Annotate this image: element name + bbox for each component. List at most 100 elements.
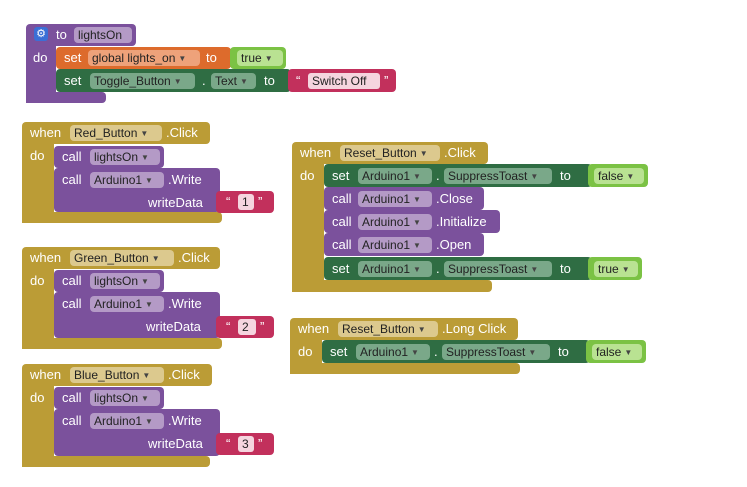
component-dropdown[interactable]: Blue_Button▼ — [70, 367, 164, 383]
mutator-gear-icon[interactable]: ⚙ — [34, 27, 48, 41]
method-name: .Write — [168, 296, 202, 311]
component-dropdown[interactable]: Green_Button▼ — [70, 250, 174, 266]
method-name: .Open — [436, 237, 472, 252]
component-dropdown[interactable]: Arduino1▼ — [358, 191, 432, 207]
chevron-down-icon: ▼ — [413, 172, 421, 181]
chevron-down-icon: ▼ — [624, 348, 633, 357]
component-dropdown[interactable]: Arduino1▼ — [358, 237, 432, 253]
chevron-down-icon: ▼ — [419, 149, 428, 158]
chevron-down-icon: ▼ — [530, 265, 539, 274]
component-dropdown[interactable]: Arduino1▼ — [358, 168, 432, 184]
boolean-dropdown[interactable]: true▼ — [237, 50, 283, 66]
component-dropdown[interactable]: Reset_Button▼ — [338, 321, 438, 337]
close-quote-icon: ” — [260, 319, 265, 334]
chevron-down-icon: ▼ — [264, 54, 273, 63]
to-keyword: to — [56, 27, 67, 42]
chevron-down-icon: ▼ — [141, 277, 149, 286]
chevron-down-icon: ▼ — [411, 348, 419, 357]
text-value-field[interactable]: 2 — [238, 319, 256, 335]
text-value-field[interactable]: 3 — [238, 436, 254, 452]
when-keyword: when — [30, 367, 62, 382]
when-keyword: when — [30, 125, 62, 140]
call-keyword: call — [62, 273, 82, 288]
call-keyword: call — [62, 413, 82, 428]
chevron-down-icon: ▼ — [413, 241, 421, 250]
set-keyword: set — [64, 73, 82, 88]
chevron-down-icon: ▼ — [141, 153, 149, 162]
component-dropdown[interactable]: Arduino1▼ — [356, 344, 430, 360]
chevron-down-icon: ▼ — [151, 254, 160, 263]
component-dropdown[interactable]: Arduino1▼ — [358, 261, 432, 277]
property-dropdown[interactable]: Text▼ — [211, 73, 256, 89]
chevron-down-icon: ▼ — [530, 172, 539, 181]
to-keyword: to — [558, 344, 569, 359]
open-quote-icon: “ — [226, 436, 231, 451]
component-dropdown[interactable]: Toggle_Button▼ — [90, 73, 195, 89]
call-keyword: call — [332, 214, 352, 229]
chevron-down-icon: ▼ — [413, 218, 421, 227]
procedure-name-field[interactable]: lightsOn — [74, 27, 132, 43]
dot-separator: . — [436, 261, 440, 276]
set-keyword: set — [330, 344, 348, 359]
method-name: .Write — [168, 172, 202, 187]
text-value-field[interactable]: 1 — [238, 194, 254, 210]
param-name: writeData — [146, 319, 201, 334]
param-name: writeData — [148, 195, 203, 210]
set-keyword: set — [332, 261, 350, 276]
event-name: .Click — [178, 250, 210, 265]
call-keyword: call — [332, 237, 352, 252]
property-dropdown[interactable]: SuppressToast▼ — [444, 261, 552, 277]
boolean-dropdown[interactable]: false▼ — [594, 168, 644, 184]
call-keyword: call — [332, 191, 352, 206]
call-keyword: call — [62, 390, 82, 405]
event-name: .Click — [166, 125, 198, 140]
procedure-dropdown[interactable]: lightsOn▼ — [90, 149, 160, 165]
method-name: .Write — [168, 413, 202, 428]
close-quote-icon: ” — [258, 436, 263, 451]
dot-separator: . — [202, 73, 206, 88]
chevron-down-icon: ▼ — [240, 77, 248, 86]
do-keyword: do — [30, 273, 45, 288]
chevron-down-icon: ▼ — [145, 300, 153, 309]
open-quote-icon: “ — [296, 73, 301, 88]
component-dropdown[interactable]: Reset_Button▼ — [340, 145, 440, 161]
chevron-down-icon: ▼ — [417, 325, 426, 334]
procedure-dropdown[interactable]: lightsOn▼ — [90, 273, 160, 289]
method-name: .Close — [436, 191, 473, 206]
call-keyword: call — [62, 172, 82, 187]
dot-separator: . — [436, 168, 440, 183]
boolean-dropdown[interactable]: true▼ — [594, 261, 638, 277]
open-quote-icon: “ — [226, 319, 231, 334]
set-keyword: set — [64, 50, 82, 65]
chevron-down-icon: ▼ — [140, 129, 149, 138]
property-dropdown[interactable]: SuppressToast▼ — [442, 344, 550, 360]
to-keyword: to — [560, 261, 571, 276]
open-quote-icon: “ — [226, 194, 231, 209]
do-keyword: do — [30, 390, 45, 405]
when-keyword: when — [30, 250, 62, 265]
to-keyword: to — [560, 168, 571, 183]
component-dropdown[interactable]: Red_Button▼ — [70, 125, 162, 141]
procedure-dropdown[interactable]: lightsOn▼ — [90, 390, 160, 406]
event-name: .Long Click — [442, 321, 507, 336]
global-variable-dropdown[interactable]: global lights_on▼ — [88, 50, 200, 66]
do-keyword: do — [298, 344, 313, 359]
text-value-field[interactable]: Switch Off — [308, 73, 380, 89]
property-dropdown[interactable]: SuppressToast▼ — [444, 168, 552, 184]
method-name: .Initialize — [436, 214, 487, 229]
to-keyword: to — [206, 50, 217, 65]
to-keyword: to — [264, 73, 275, 88]
component-dropdown[interactable]: Arduino1▼ — [90, 413, 164, 429]
chevron-down-icon: ▼ — [528, 348, 537, 357]
component-dropdown[interactable]: Arduino1▼ — [358, 214, 432, 230]
do-keyword: do — [33, 50, 48, 65]
chevron-down-icon: ▼ — [142, 371, 151, 380]
close-quote-icon: ” — [384, 73, 389, 88]
event-name: .Click — [168, 367, 200, 382]
component-dropdown[interactable]: Arduino1▼ — [90, 172, 164, 188]
boolean-dropdown[interactable]: false▼ — [592, 344, 642, 360]
chevron-down-icon: ▼ — [413, 195, 421, 204]
chevron-down-icon: ▼ — [621, 265, 630, 274]
component-dropdown[interactable]: Arduino1▼ — [90, 296, 164, 312]
call-keyword: call — [62, 296, 82, 311]
